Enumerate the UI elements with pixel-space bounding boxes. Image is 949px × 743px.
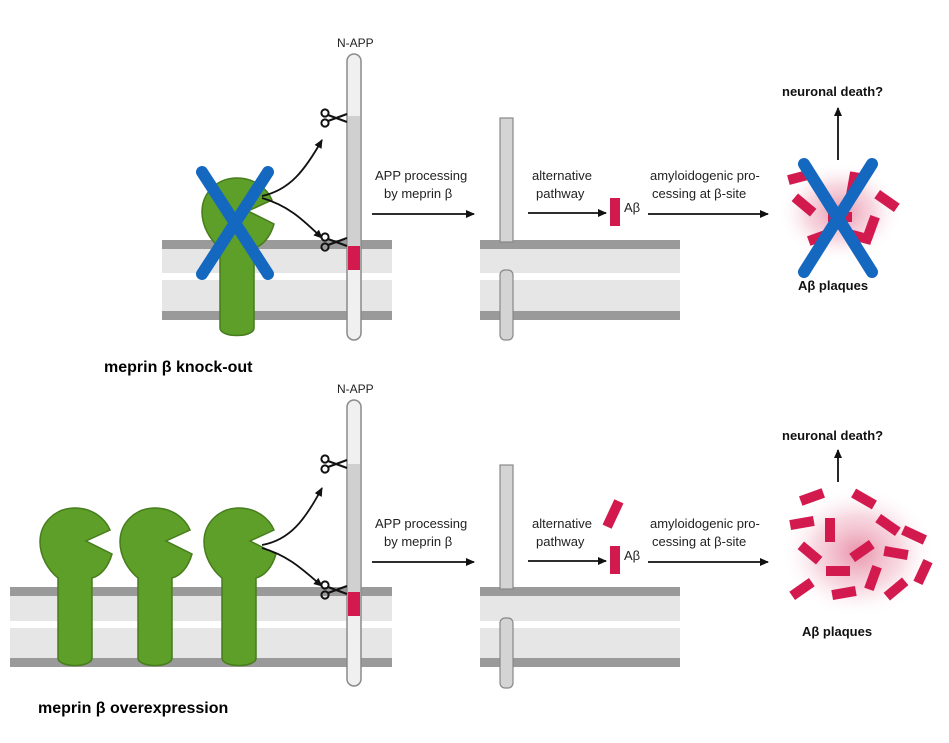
app-fragments — [499, 117, 514, 341]
abeta-fragment — [610, 198, 620, 226]
cross-icon — [798, 158, 878, 278]
panel-knockout: N-APP APP processing by meprin β alterna… — [104, 36, 902, 376]
arrow-icon — [261, 197, 323, 239]
amyloid-label-1: amyloidogenic pro- — [650, 516, 760, 531]
outcome-label: neuronal death? — [782, 428, 883, 443]
processing-label-2: by meprin β — [384, 186, 452, 201]
abeta-label: Aβ — [624, 548, 640, 563]
abeta-plaques — [780, 486, 936, 618]
amyloid-label-2: cessing at β-site — [652, 186, 746, 201]
abeta-label: Aβ — [624, 200, 640, 215]
scissors-icon — [320, 108, 348, 128]
plaques-label: Aβ plaques — [798, 278, 868, 293]
panel-title: meprin β knock-out — [104, 359, 253, 376]
alt-label-2: pathway — [536, 534, 585, 549]
arrow-icon — [261, 547, 323, 587]
arrow-icon — [261, 139, 323, 197]
processing-label-1: APP processing — [375, 168, 467, 183]
alt-label-1: alternative — [532, 516, 592, 531]
alt-label-2: pathway — [536, 186, 585, 201]
napp-label: N-APP — [337, 36, 374, 50]
app-fragments — [499, 464, 514, 689]
amyloid-label-1: amyloidogenic pro- — [650, 168, 760, 183]
napp-label: N-APP — [337, 382, 374, 396]
abeta-fragment — [602, 499, 624, 529]
panel-overexpression: N-APP APP processing by meprin β alterna… — [10, 382, 936, 717]
abeta-fragment — [610, 546, 620, 574]
scissors-icon — [320, 454, 348, 474]
amyloid-label-2: cessing at β-site — [652, 534, 746, 549]
app-protein — [346, 399, 362, 687]
processing-label-2: by meprin β — [384, 534, 452, 549]
cross-icon — [196, 166, 274, 280]
arrow-icon — [261, 487, 323, 546]
outcome-label: neuronal death? — [782, 84, 883, 99]
processing-label-1: APP processing — [375, 516, 467, 531]
plaques-label: Aβ plaques — [802, 624, 872, 639]
app-protein — [346, 53, 362, 341]
alt-label-1: alternative — [532, 168, 592, 183]
panel-title: meprin β overexpression — [38, 700, 228, 717]
